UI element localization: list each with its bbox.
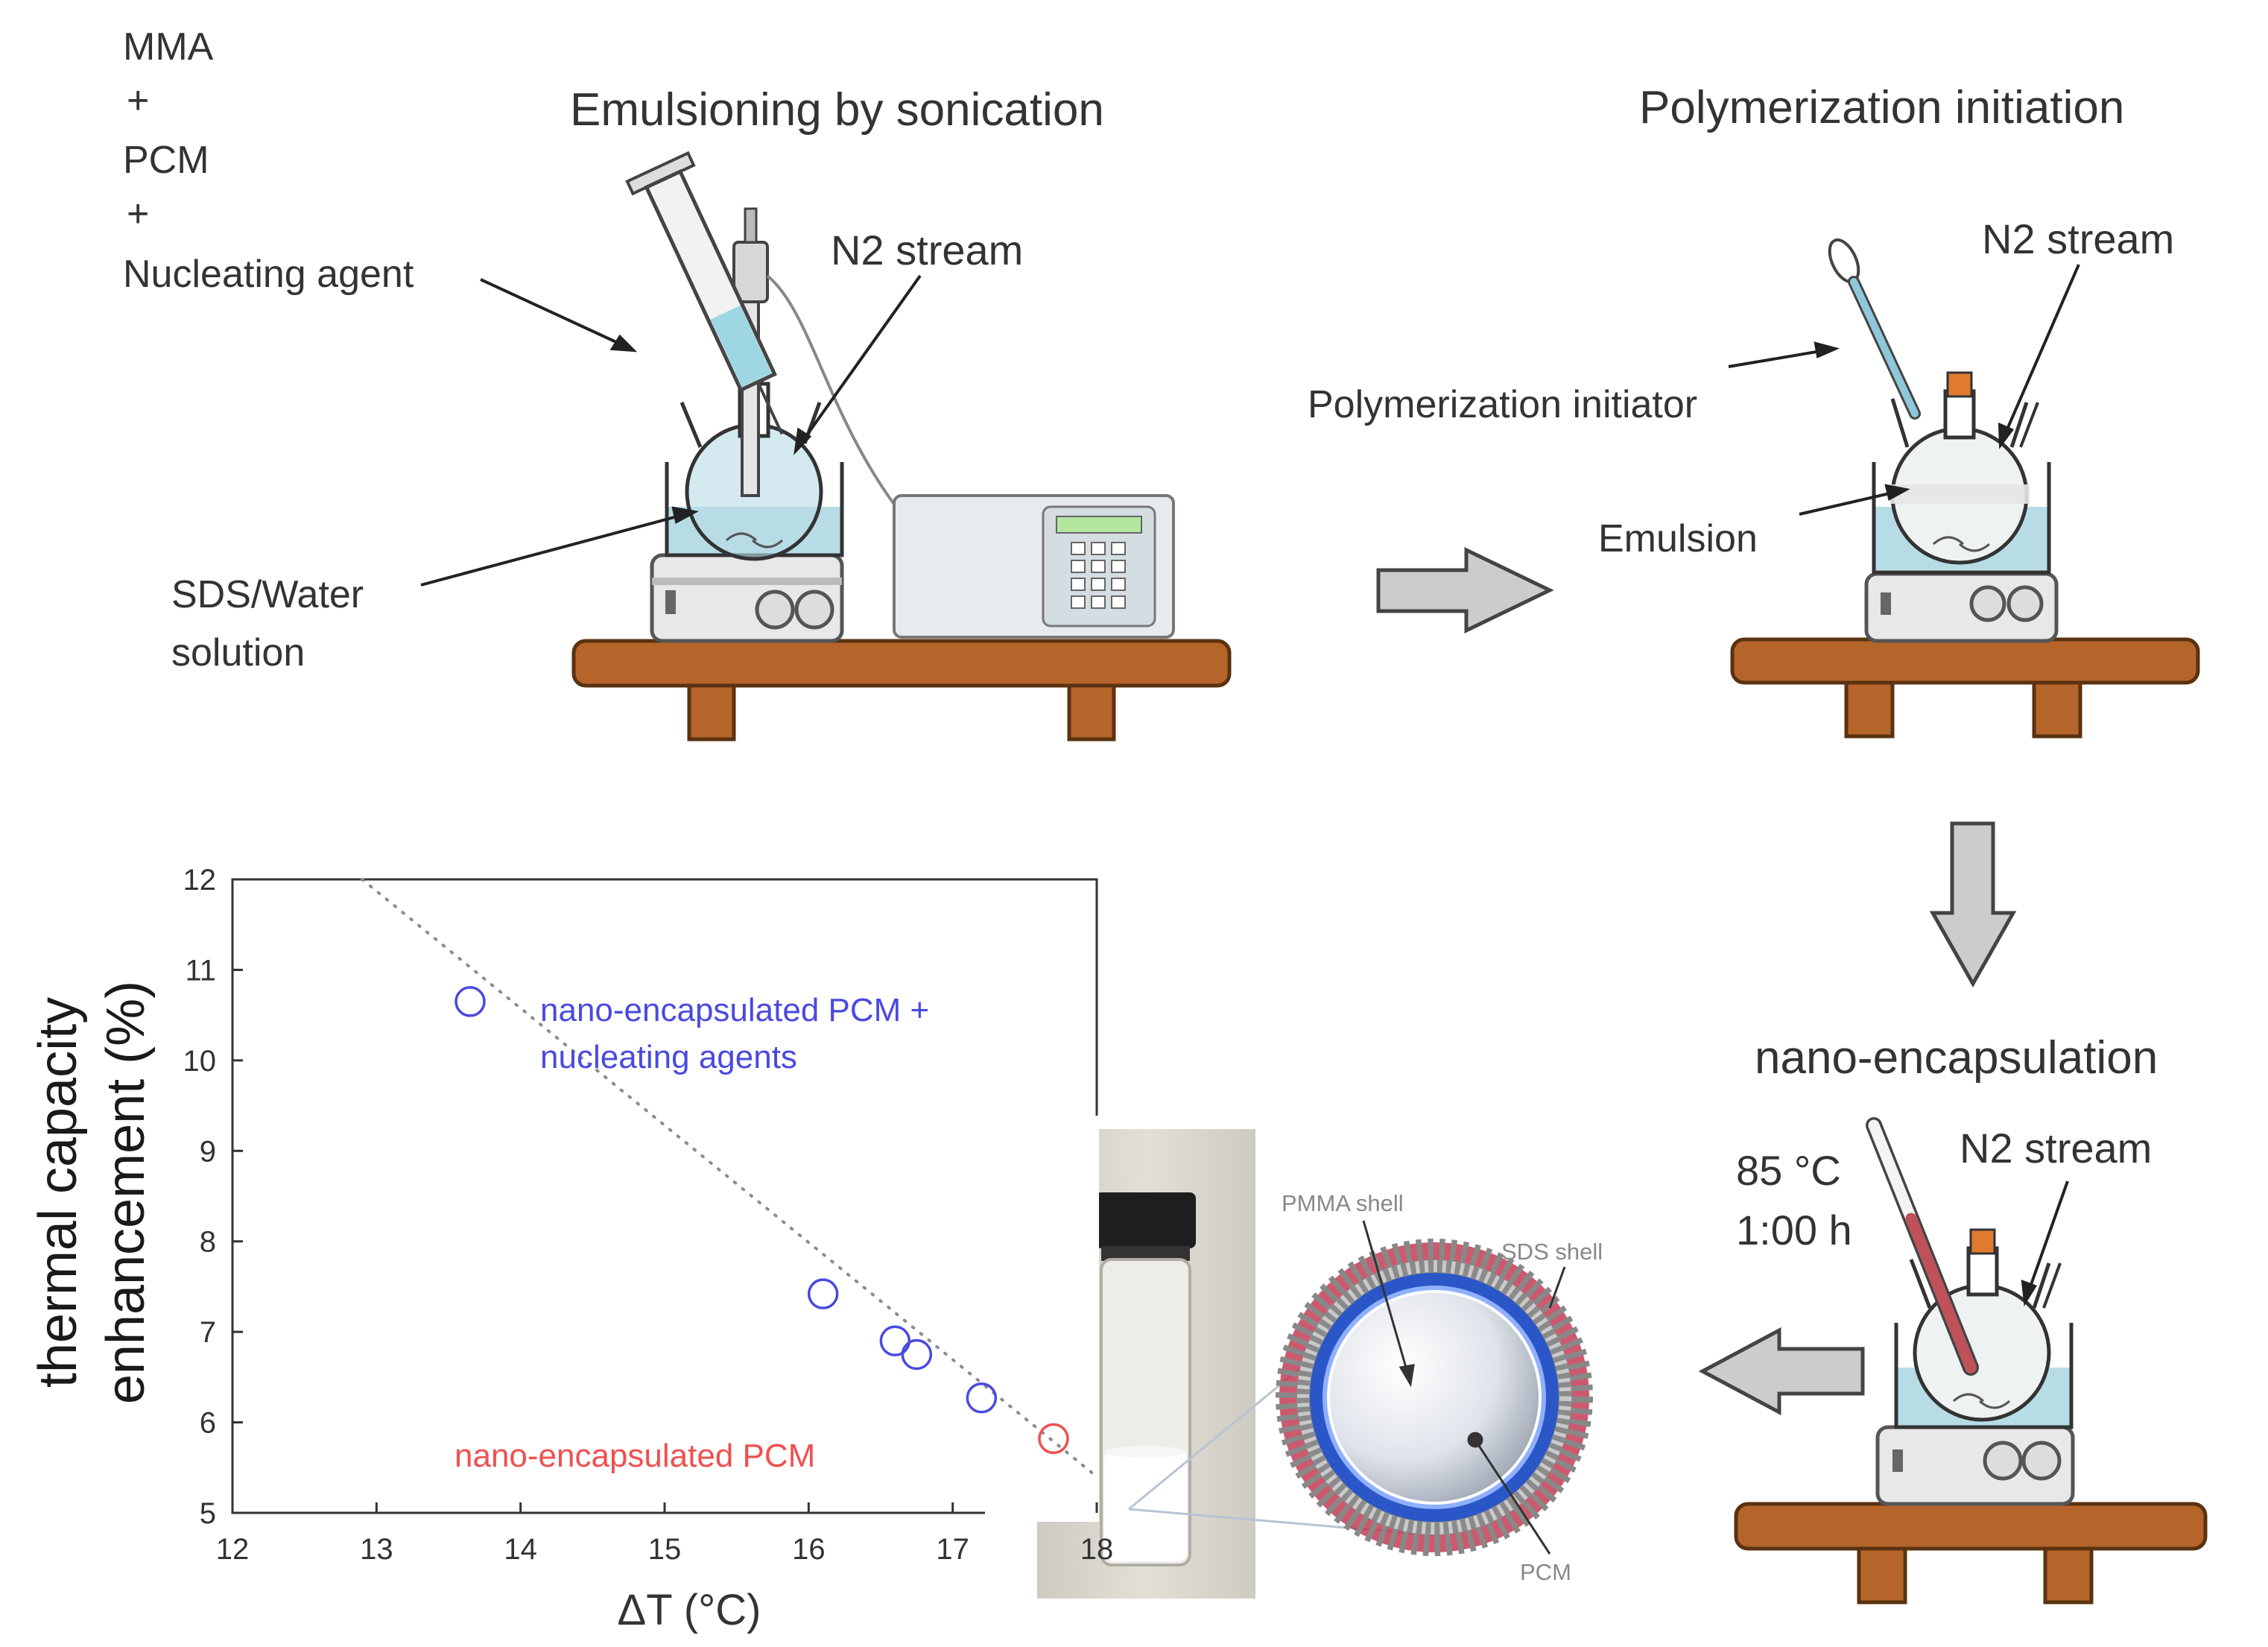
x-tick-group: 12 13 14 15 16 17 18 [216,1502,1114,1566]
bench-1 [571,639,1232,742]
plot-frame [231,878,1098,1514]
data-point-nucleating [454,986,486,1017]
y-tick-label: 9 [200,1135,216,1168]
syringe [625,151,784,435]
y-tick-label: 11 [185,954,216,987]
bench-3 [1734,1502,2208,1605]
step3-time: 1:00 h [1736,1207,1852,1254]
arrow-left-icon [1698,1327,1865,1416]
scatter-chart: 12 13 14 15 16 17 18 5 6 7 8 9 10 11 12 nano-encapsul… [28,864,1113,1634]
y-tick-label: 6 [200,1407,216,1440]
y-tick-group: 5 6 7 8 9 10 11 12 [183,864,243,1530]
step2-n2-label: N2 stream [1982,215,2174,262]
flask-2 [1890,371,2039,565]
step1-title: Emulsioning by sonication [570,84,1104,136]
step1-pointer-arrows [420,274,922,587]
step1-apparatus [420,151,1232,742]
reactant-plus-1: + [127,79,149,122]
reactants-label: MMA + PCM + Nucleating agent [123,25,414,296]
thermometer [1866,1117,1979,1376]
reactant-plus-2: + [127,192,149,235]
data-point-nucleating [966,1382,998,1414]
reactant-mma: MMA [123,25,214,69]
data-points [454,986,1069,1455]
step3-title: nano-encapsulation [1755,1032,2158,1084]
data-point-nucleating [901,1338,933,1371]
step2-pointer-arrows [1728,264,2080,516]
y-axis-label-2: enhancement (%) [96,981,156,1404]
x-tick-label: 15 [648,1533,682,1566]
x-tick-label: 12 [216,1533,250,1566]
step1-n2-label: N2 stream [831,227,1023,274]
nanocapsule: PMMA shell SDS shell PCM [1128,1190,1603,1585]
step1-sds-label-1: SDS/Water [171,573,364,616]
sonicator-control-unit [893,494,1175,639]
pcm-core [1330,1293,1539,1502]
pmma-shell-label: PMMA shell [1282,1190,1404,1216]
hotplate-2 [1864,572,2059,643]
step2-emulsion-label: Emulsion [1598,517,1758,560]
y-tick-label: 8 [200,1226,216,1259]
data-point-nucleating [807,1278,839,1309]
y-tick-label: 12 [183,864,217,897]
step3-apparatus [1734,1117,2208,1605]
hotplate-1 [650,553,844,643]
series-red-label: nano-encapsulated PCM [454,1438,815,1474]
step1-sds-label-2: solution [171,631,305,674]
step3-n2-label: N2 stream [1960,1125,2152,1172]
sds-shell-label: SDS shell [1501,1239,1603,1265]
x-tick-label: 17 [936,1533,969,1566]
step2-apparatus [1728,238,2200,739]
pipette [1828,238,1921,420]
plot-mask [985,1116,1099,1522]
bench-2 [1730,637,2200,739]
step3-temperature: 85 °C [1736,1147,1841,1194]
step3-pointer-arrows [2021,1180,2069,1306]
arrow-right-icon [1376,547,1554,633]
reactant-pcm: PCM [123,139,209,182]
x-tick-label: 18 [1080,1533,1114,1566]
step2-initiator-label: Polymerization initiator [1308,383,1697,426]
arrow-down-icon [1929,821,2017,988]
series-blue-label-1: nano-encapsulated PCM + [540,992,929,1028]
pcm-label: PCM [1520,1559,1571,1585]
series-blue-label-2: nucleating agents [540,1039,797,1075]
step2-title: Polymerization initiation [1639,82,2124,133]
y-axis-label-1: thermal capacity [28,997,88,1388]
x-tick-label: 13 [360,1533,393,1566]
y-tick-label: 10 [183,1045,217,1078]
y-tick-label: 7 [200,1316,216,1349]
hotplate-3 [1875,1425,2075,1506]
data-point-nucleating [879,1325,911,1357]
x-tick-label: 14 [504,1533,537,1566]
reactant-nucleating-agent: Nucleating agent [123,253,414,296]
trend-line [361,878,1098,1479]
data-point-pcm [1038,1423,1069,1455]
y-tick-label: 5 [200,1497,216,1530]
x-axis-label: ΔT (°C) [618,1586,761,1634]
x-tick-label: 16 [792,1533,826,1566]
